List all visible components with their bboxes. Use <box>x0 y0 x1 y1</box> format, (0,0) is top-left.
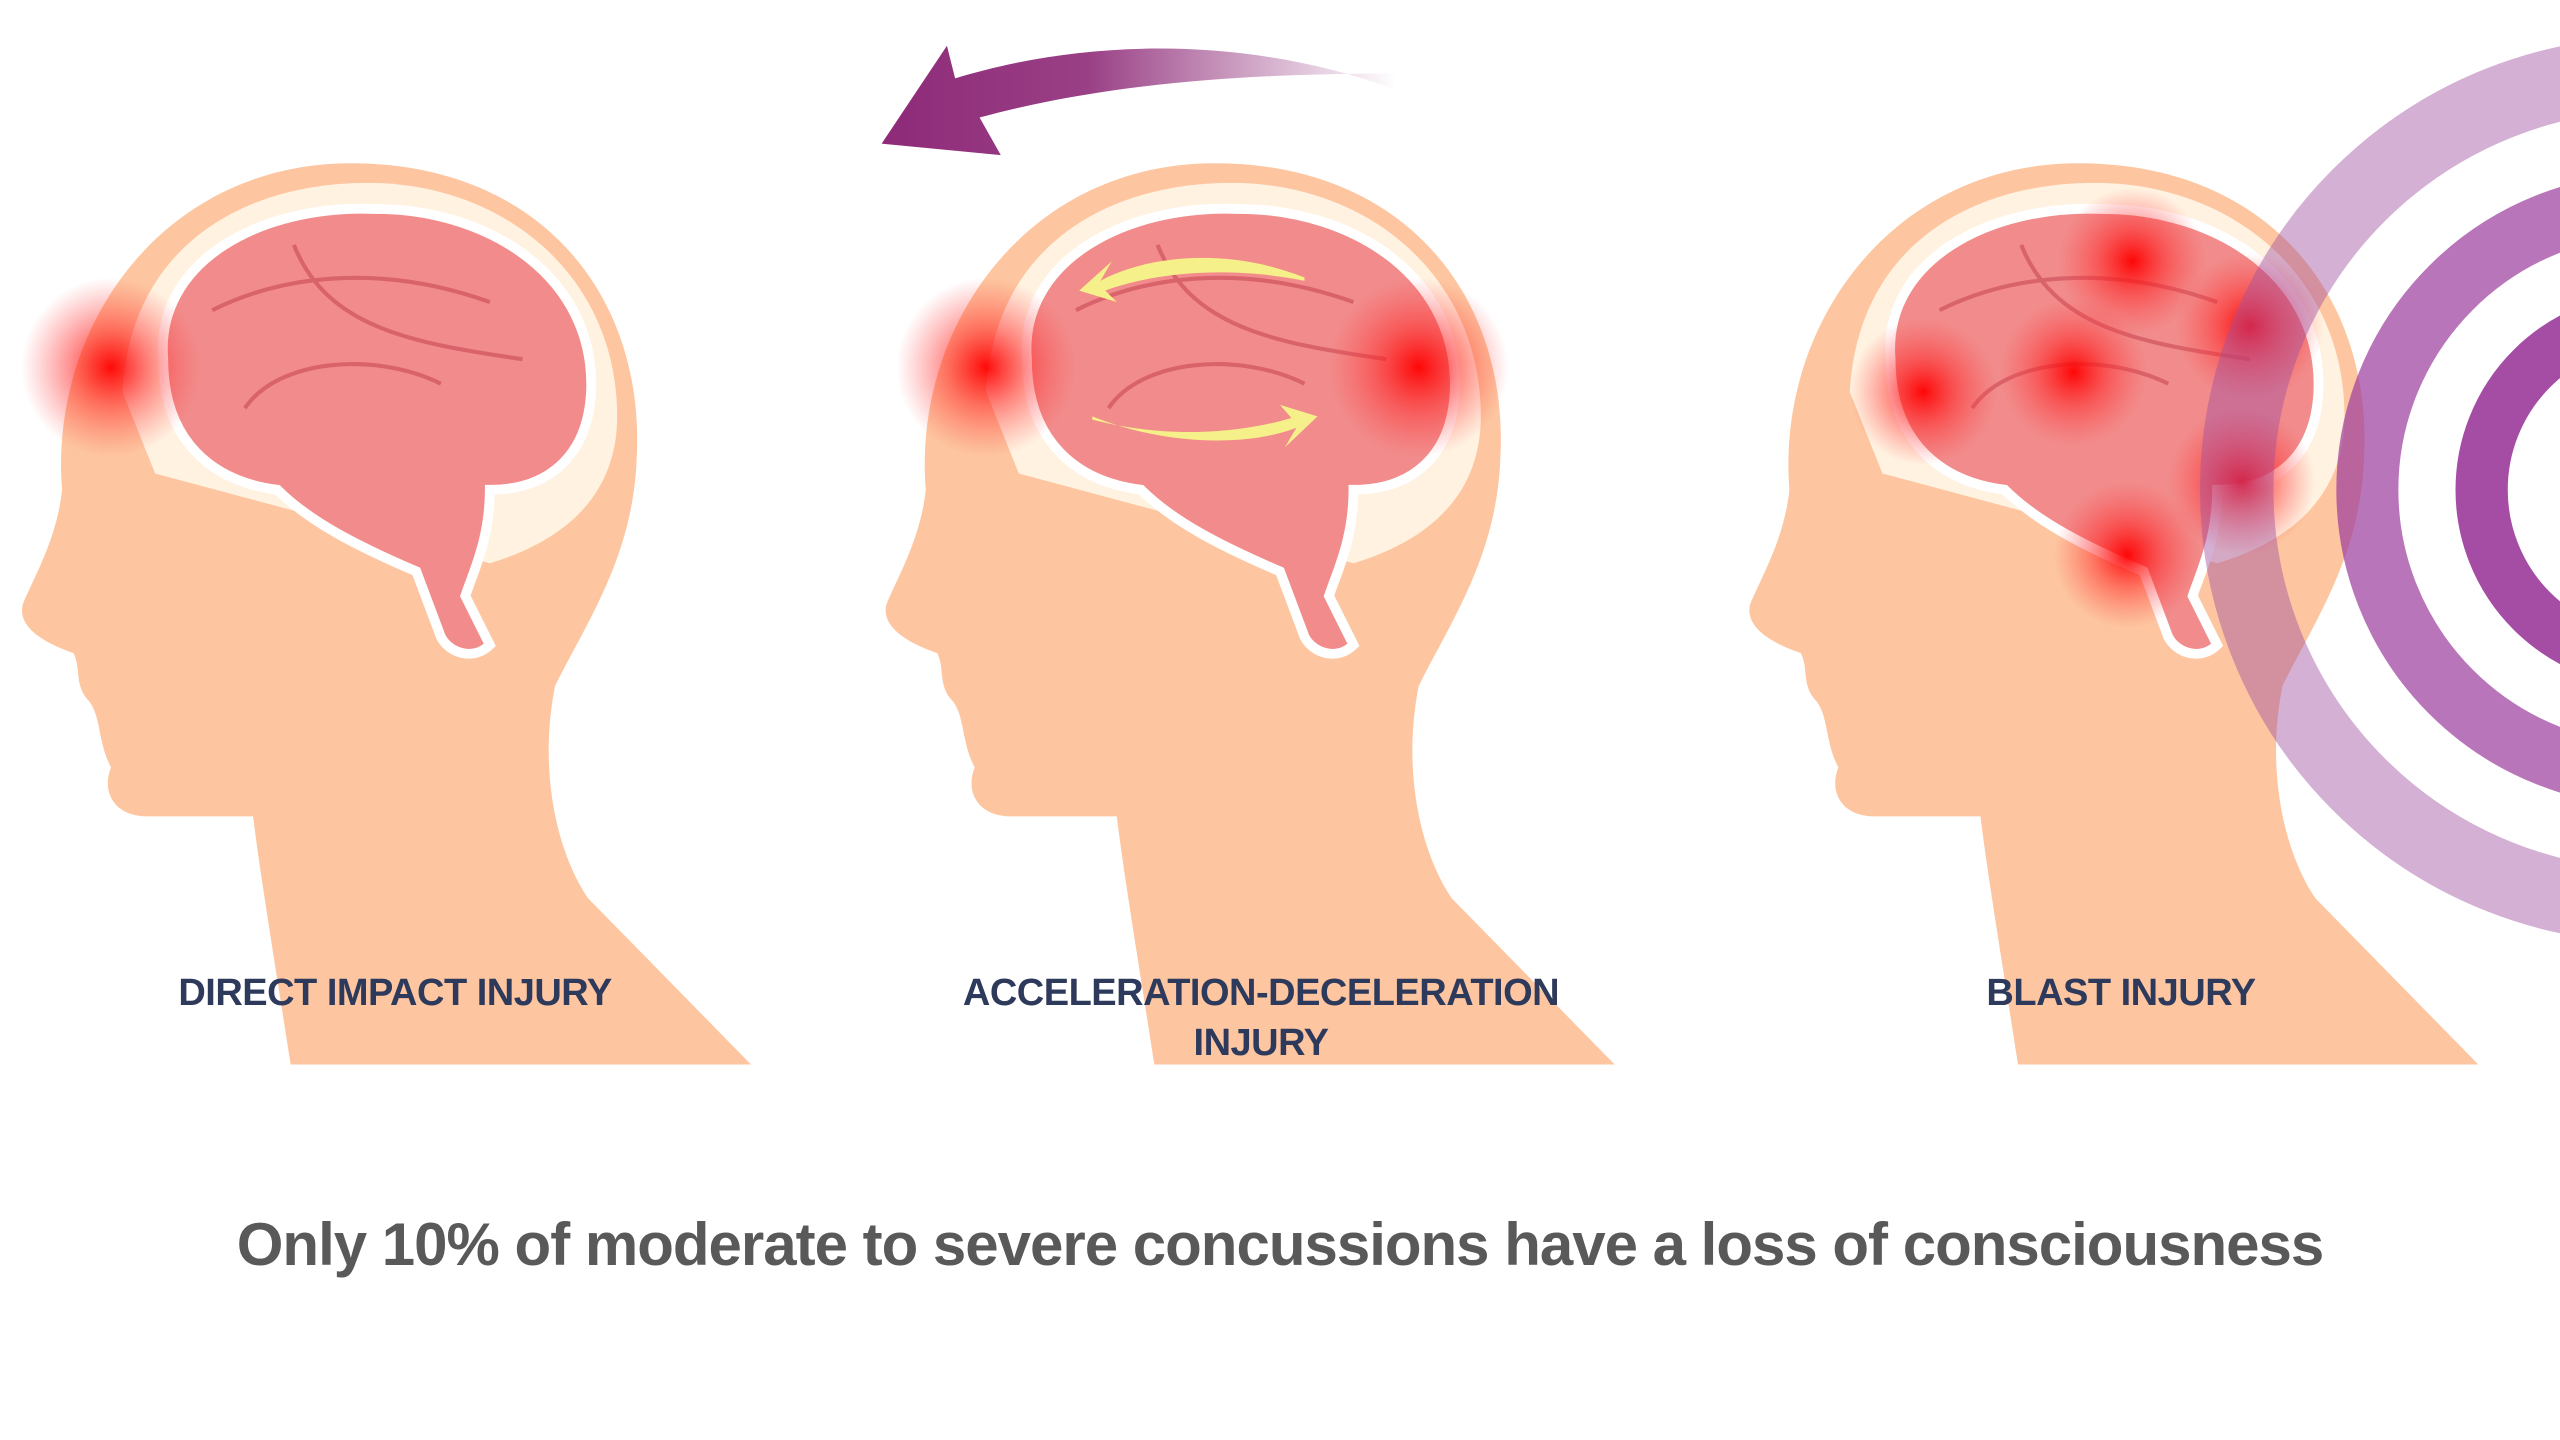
caption: Only 10% of moderate to severe concussio… <box>236 1211 2324 1278</box>
motion-arrow-right-icon <box>1092 404 1318 448</box>
impact-glow <box>2176 253 2324 400</box>
label-line-1: ACCELERATION-DECELERATION <box>962 972 1560 1014</box>
label-acceleration-deceleration: ACCELERATION-DECELERATION INJURY <box>962 968 1560 1068</box>
motion-arrow-left-icon <box>1079 257 1305 303</box>
blast-wave-icon <box>2200 46 2560 934</box>
impact-glow <box>1849 318 1997 466</box>
impact-glow <box>2168 408 2316 556</box>
label-direct-impact: DIRECT IMPACT INJURY <box>178 972 612 1014</box>
motion-arrow-icon <box>881 45 1396 156</box>
head-acceleration-deceleration <box>886 163 1615 1064</box>
impact-glow <box>21 277 201 458</box>
impact-glow <box>2000 298 2147 446</box>
impact-glow <box>896 277 1076 458</box>
impact-glow <box>1328 277 1509 458</box>
head-direct-impact <box>21 163 751 1064</box>
label-line-2: INJURY <box>1193 1022 1329 1064</box>
head-blast <box>1749 163 2478 1064</box>
impact-glow <box>2058 187 2206 335</box>
impact-glow <box>2053 481 2201 629</box>
label-blast: BLAST INJURY <box>1986 972 2256 1014</box>
